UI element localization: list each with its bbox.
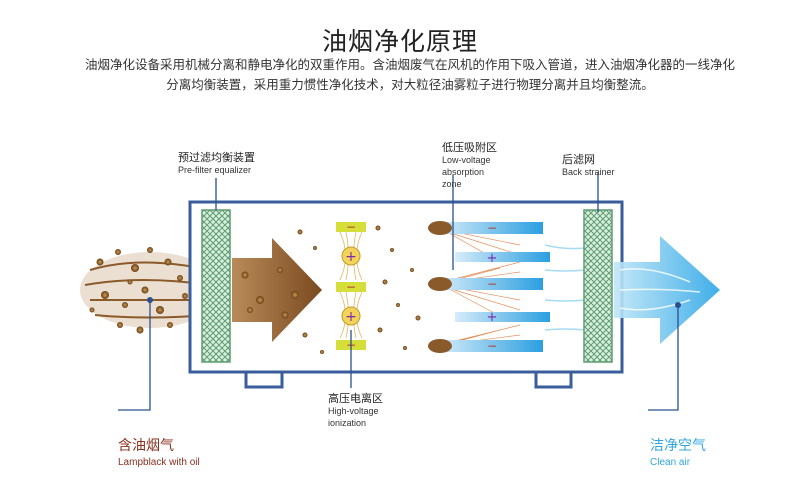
smoke-arrow [232, 238, 322, 342]
page-title: 油烟净化原理 [321, 27, 478, 56]
inlet-label: 含油烟气 Lampblack with oil [118, 438, 200, 468]
prefilter-label: 预过滤均衡装置 Pre-filter equalizer [178, 151, 255, 176]
oil-particles [297, 225, 421, 354]
pointer-lines [118, 172, 679, 411]
housing-foot-right [534, 372, 573, 389]
housing-foot-left [244, 372, 284, 389]
svg-text:+: + [345, 249, 357, 265]
svg-text:+: + [487, 310, 498, 325]
clean-airflow [544, 244, 586, 331]
clean-air-arrow [614, 236, 720, 344]
svg-text:−: − [487, 277, 497, 291]
ionization-label: 高压电离区 High-voltage ionization [328, 392, 383, 429]
description-text: 油烟净化设备采用机械分离和静电净化的双重作用。含油烟废气在风机的作用下吸入管道，… [84, 57, 735, 92]
outlet-label: 洁净空气 Clean air [650, 438, 706, 468]
absorption-zone: − + − + − [428, 221, 550, 353]
prefilter-mesh [201, 209, 231, 363]
pointer-dots [147, 297, 681, 308]
svg-text:−: − [487, 339, 497, 353]
svg-text:−: − [346, 220, 356, 234]
back-strainer-mesh [583, 209, 613, 363]
back-strainer-label: 后滤网 Back strainer [562, 153, 615, 178]
purifier-housing [188, 200, 624, 374]
absorption-label: 低压吸附区 Low-voltage absorption zone [442, 141, 497, 190]
svg-text:+: + [487, 251, 498, 266]
inlet-smoke [80, 247, 220, 334]
svg-text:−: − [346, 280, 356, 294]
svg-text:−: − [487, 221, 497, 235]
svg-text:+: + [345, 309, 357, 325]
